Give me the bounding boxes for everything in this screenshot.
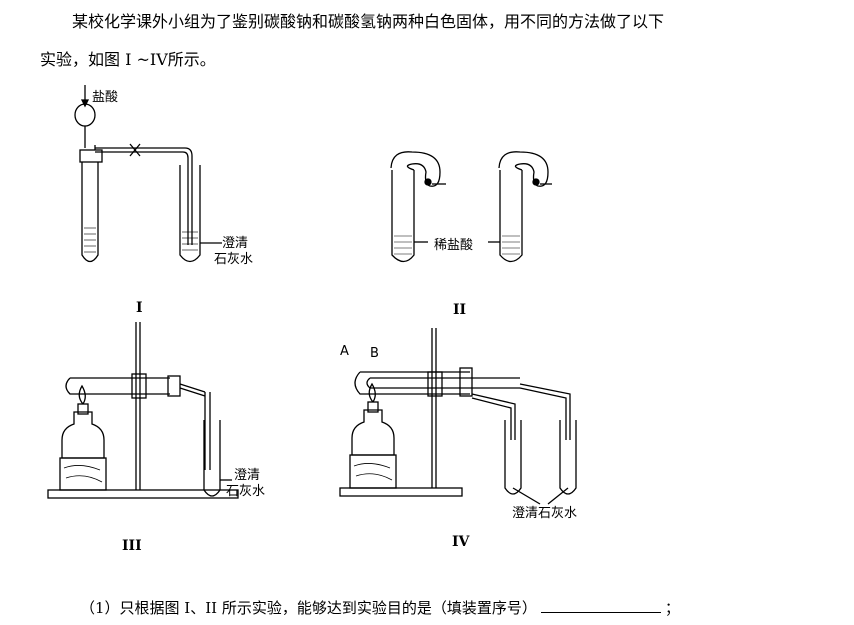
apparatus-II — [390, 151, 552, 263]
label-limewater-I-line1: 澄清 — [222, 236, 249, 251]
label-limewater-I-line2: 石灰水 — [214, 252, 254, 267]
figure-number-II: II — [453, 302, 467, 318]
figure-number-IV: IV — [452, 534, 470, 550]
question-stem-line2: 实验，如图 I ~IV所示。 — [40, 50, 216, 69]
figure-number-I: I — [136, 300, 143, 316]
apparatus-I — [74, 85, 222, 263]
label-limewater-III-line1: 澄清 — [234, 468, 261, 483]
sub-question-1-suffix: ； — [664, 599, 680, 617]
label-tube-A: A — [340, 344, 349, 359]
apparatus-III — [47, 322, 239, 499]
label-tube-B: B — [370, 346, 379, 361]
question-stem-line1: 某校化学课外小组为了鉴别碳酸钠和碳酸氢钠两种白色固体，用不同的方法做了以下 — [72, 12, 665, 31]
label-hydrochloric-acid: 盐酸 — [92, 90, 119, 105]
figure-number-III: III — [122, 538, 142, 554]
label-dilute-hcl: 稀盐酸 — [434, 238, 474, 253]
label-limewater-IV: 澄清石灰水 — [512, 506, 578, 521]
apparatus-IV — [339, 328, 577, 505]
sub-question-1: （1）只根据图 I、II 所示实验，能够达到实验目的是（填装置序号） ； — [80, 597, 680, 618]
sub-question-1-text: （1）只根据图 I、II 所示实验，能够达到实验目的是（填装置序号） — [80, 599, 537, 617]
answer-blank[interactable] — [540, 598, 661, 613]
label-limewater-III-line2: 石灰水 — [226, 484, 266, 499]
